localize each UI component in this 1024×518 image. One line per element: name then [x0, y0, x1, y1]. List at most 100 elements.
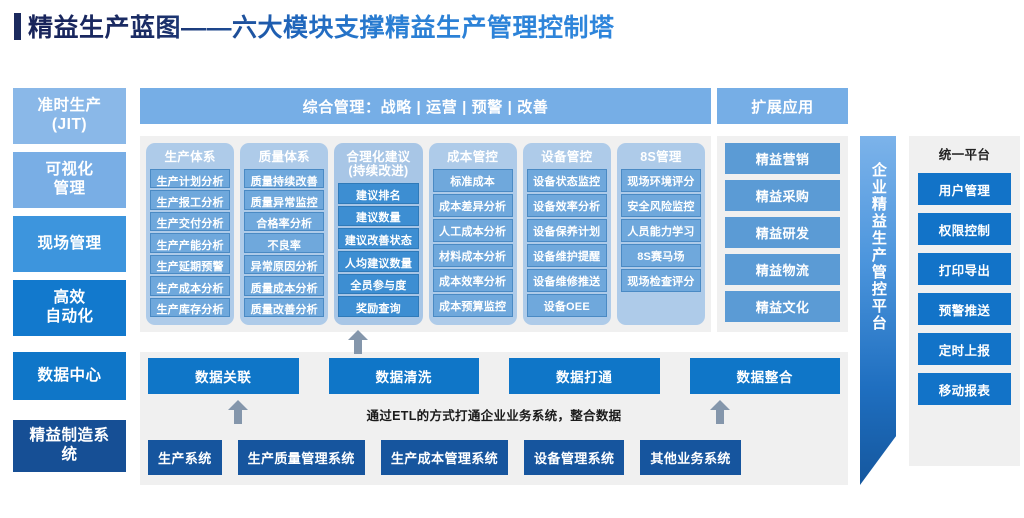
- module-item[interactable]: 设备OEE: [526, 294, 607, 317]
- extension-app-item[interactable]: 精益物流: [725, 254, 840, 285]
- source-system-item[interactable]: 生产系统: [148, 439, 222, 475]
- data-center-item[interactable]: 数据打通: [509, 357, 660, 394]
- platform-feature-item[interactable]: 定时上报: [918, 333, 1011, 365]
- module-item[interactable]: 设备状态监控: [526, 169, 607, 192]
- platform-ribbon-label: 企业精益生产管控平台: [869, 162, 887, 332]
- sidebar-item-label: 现场管理: [37, 234, 102, 252]
- source-system-item[interactable]: 其他业务系统: [640, 439, 741, 475]
- module-item[interactable]: 现场环境评分: [620, 169, 702, 192]
- arrow-stem: [716, 408, 724, 424]
- module-item[interactable]: 人工成本分析: [432, 219, 513, 242]
- module-item[interactable]: 质量成本分析: [244, 276, 325, 296]
- platform-feature-item[interactable]: 用户管理: [918, 173, 1011, 205]
- module-item[interactable]: 人均建议数量: [338, 251, 419, 272]
- data-center-panel: 数据关联数据清洗数据打通数据整合: [140, 352, 848, 399]
- extension-app-item[interactable]: 精益研发: [725, 217, 840, 248]
- title-accent-bar: [14, 12, 21, 40]
- module-item[interactable]: 成本效率分析: [432, 269, 513, 292]
- sidebar-item-4[interactable]: 数据中心: [13, 352, 126, 400]
- module-column-title: 质量体系: [258, 150, 310, 164]
- arrow-head: [710, 400, 730, 410]
- module-item[interactable]: 异常原因分析: [244, 254, 325, 275]
- unified-platform-list: 用户管理权限控制打印导出预警推送定时上报移动报表: [918, 173, 1011, 413]
- sidebar-item-label: 精益制造系统: [29, 427, 110, 463]
- module-item[interactable]: 奖励查询: [338, 296, 419, 318]
- module-item[interactable]: 生产产能分析: [150, 233, 231, 253]
- module-item[interactable]: 设备效率分析: [526, 194, 607, 217]
- module-column-title: 合理化建议(持续改进): [346, 150, 411, 178]
- etl-note-band: 通过ETL的方式打通企业业务系统，整合数据: [140, 399, 848, 429]
- etl-note-text: 通过ETL的方式打通企业业务系统，整合数据: [366, 408, 622, 423]
- left-sidebar: 准时生产(JIT) 可视化管理现场管理高效自动化数据中心精益制造系统: [13, 88, 126, 472]
- extension-app-item[interactable]: 精益采购: [725, 180, 840, 211]
- module-item[interactable]: 建议数量: [338, 205, 419, 227]
- arrow-stem: [354, 338, 362, 354]
- sidebar-item-3[interactable]: 高效自动化: [13, 280, 126, 336]
- platform-feature-item[interactable]: 打印导出: [918, 253, 1011, 285]
- sidebar-item-label: 数据中心: [37, 366, 102, 384]
- module-column-title: 设备管控: [541, 150, 593, 164]
- module-item[interactable]: 质量持续改善: [244, 169, 325, 189]
- sidebar-item-label: 高效自动化: [45, 289, 94, 325]
- module-item[interactable]: 成本差异分析: [432, 194, 513, 217]
- module-item[interactable]: 生产库存分析: [150, 297, 231, 317]
- arrow-data-up-right-icon: [710, 400, 730, 424]
- module-item[interactable]: 全员参与度: [338, 273, 419, 295]
- page-title-text: 精益生产蓝图——六大模块支撑精益生产管理控制塔: [28, 8, 615, 44]
- module-item[interactable]: 生产交付分析: [150, 211, 231, 232]
- module-item[interactable]: 建议排名: [338, 183, 419, 204]
- module-item[interactable]: 8S赛马场: [620, 244, 702, 267]
- module-item[interactable]: 生产计划分析: [150, 169, 231, 189]
- module-item[interactable]: 质量改善分析: [244, 297, 325, 317]
- module-item[interactable]: 建议改善状态: [338, 228, 419, 250]
- module-column-3: 成本管控标准成本成本差异分析人工成本分析材料成本分析成本效率分析成本预算监控: [428, 143, 517, 325]
- arrow-stem: [234, 408, 242, 424]
- module-item[interactable]: 标准成本: [432, 169, 513, 192]
- platform-ribbon-banner: 企业精益生产管控平台: [860, 136, 896, 485]
- sidebar-item-2[interactable]: 现场管理: [13, 216, 126, 272]
- module-item[interactable]: 生产成本分析: [150, 276, 231, 296]
- module-item[interactable]: 生产延期预警: [150, 254, 231, 275]
- source-system-item[interactable]: 生产成本管理系统: [380, 439, 509, 475]
- source-system-item[interactable]: 生产质量管理系统: [237, 439, 365, 475]
- sidebar-item-5[interactable]: 精益制造系统: [13, 420, 126, 472]
- platform-feature-item[interactable]: 权限控制: [918, 213, 1011, 245]
- extension-app-item[interactable]: 精益营销: [725, 143, 840, 174]
- module-item[interactable]: 人员能力学习: [620, 219, 702, 242]
- arrow-data-up-left-icon: [228, 400, 248, 424]
- topbar-label: 综合管理：战略 | 运营 | 预警 | 改善: [302, 98, 549, 116]
- page-title: 精益生产蓝图——六大模块支撑精益生产管理控制塔: [0, 6, 615, 46]
- module-column-1: 质量体系质量持续改善质量异常监控合格率分析不良率异常原因分析质量成本分析质量改善…: [240, 143, 329, 325]
- platform-feature-item[interactable]: 预警推送: [918, 293, 1011, 325]
- module-column-title: 成本管控: [447, 150, 499, 164]
- module-item[interactable]: 设备保养计划: [526, 219, 607, 242]
- module-item[interactable]: 不良率: [244, 233, 325, 253]
- module-item[interactable]: 生产报工分析: [150, 190, 231, 210]
- extension-app-item[interactable]: 精益文化: [725, 291, 840, 322]
- module-item[interactable]: 设备维修推送: [526, 269, 607, 292]
- data-center-item[interactable]: 数据关联: [148, 357, 299, 394]
- sidebar-item-1[interactable]: 可视化管理: [13, 152, 126, 208]
- data-center-item[interactable]: 数据清洗: [328, 357, 479, 394]
- data-center-item[interactable]: 数据整合: [689, 357, 840, 394]
- extension-apps-header-label: 扩展应用: [751, 98, 814, 116]
- module-item[interactable]: 合格率分析: [244, 211, 325, 232]
- modules-panel: 生产体系生产计划分析生产报工分析生产交付分析生产产能分析生产延期预警生产成本分析…: [140, 136, 711, 332]
- module-column-title: 生产体系: [164, 150, 216, 164]
- source-system-item[interactable]: 设备管理系统: [524, 439, 625, 475]
- module-item[interactable]: 成本预算监控: [432, 294, 513, 317]
- module-item[interactable]: 现场检查评分: [620, 269, 702, 292]
- module-item[interactable]: 安全风险监控: [620, 194, 702, 217]
- topbar-comprehensive-management[interactable]: 综合管理：战略 | 运营 | 预警 | 改善: [140, 88, 711, 124]
- arrow-head: [228, 400, 248, 410]
- unified-platform-panel: 统一平台 用户管理权限控制打印导出预警推送定时上报移动报表: [909, 136, 1020, 466]
- arrow-modules-up-icon: [348, 330, 368, 354]
- sidebar-item-0[interactable]: 准时生产(JIT): [13, 88, 126, 144]
- module-item[interactable]: 设备维护提醒: [526, 244, 607, 267]
- platform-feature-item[interactable]: 移动报表: [918, 373, 1011, 405]
- extension-apps-header[interactable]: 扩展应用: [717, 88, 848, 124]
- module-item[interactable]: 质量异常监控: [244, 190, 325, 210]
- module-item[interactable]: 材料成本分析: [432, 244, 513, 267]
